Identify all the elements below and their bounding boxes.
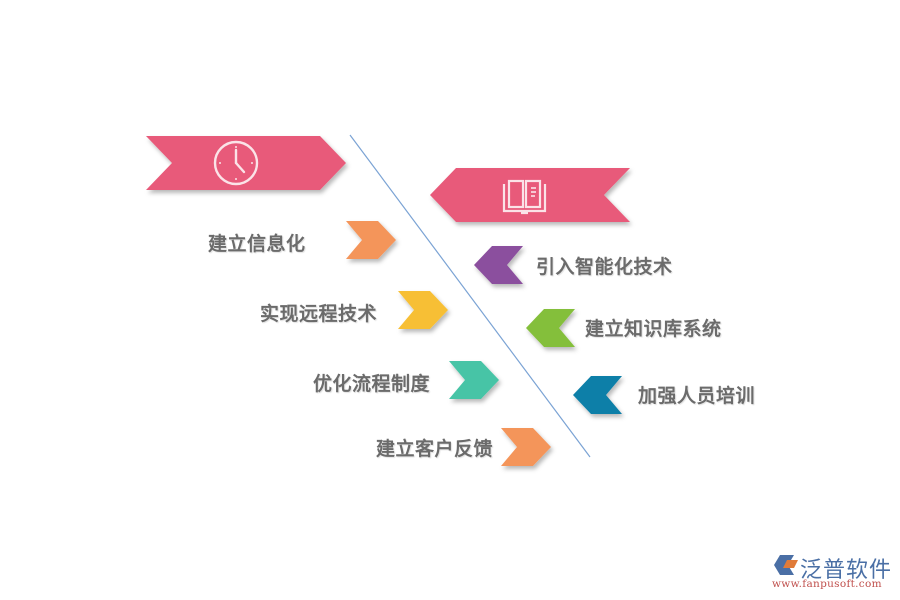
chevron-right-icon <box>346 221 396 259</box>
watermark-logo: 泛普软件 www.fanpusoft.com <box>770 552 895 592</box>
chevron-right-icon <box>449 361 499 399</box>
right-header-banner <box>430 168 630 222</box>
brand-url: www.fanpusoft.com <box>772 578 882 590</box>
left-header-banner <box>146 136 346 190</box>
chevron-left-icon <box>573 376 622 414</box>
left-item-label: 建立信息化 <box>208 233 306 255</box>
right-item-label: 引入智能化技术 <box>536 256 673 278</box>
divider-line <box>349 134 591 458</box>
brand-logo-icon <box>774 555 798 575</box>
chevron-right-icon <box>398 291 448 329</box>
clock-icon <box>213 140 259 186</box>
left-item-label: 实现远程技术 <box>260 303 378 325</box>
right-item-label: 建立知识库系统 <box>585 318 722 340</box>
left-item-label: 建立客户反馈 <box>376 438 494 460</box>
book-icon <box>502 179 547 215</box>
left-item-label: 优化流程制度 <box>313 373 431 395</box>
chevron-left-icon <box>526 309 575 347</box>
right-item-label: 加强人员培训 <box>638 385 756 407</box>
brand-name: 泛普软件 <box>800 558 893 583</box>
chevron-right-icon <box>501 428 551 466</box>
chevron-left-icon <box>474 246 523 284</box>
